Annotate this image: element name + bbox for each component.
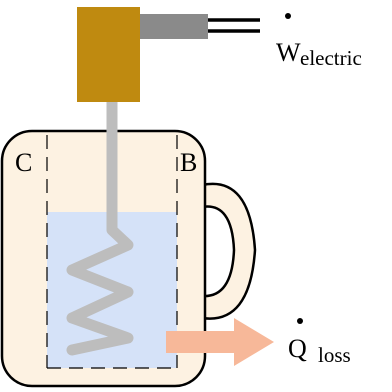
q-loss-symbol: Q bbox=[288, 334, 307, 363]
w-electric-symbol: W bbox=[276, 38, 301, 67]
q-loss-subscript: loss bbox=[318, 343, 351, 367]
mug-handle bbox=[200, 182, 257, 320]
cord bbox=[140, 14, 208, 39]
label-b: B bbox=[180, 148, 198, 177]
label-c: C bbox=[15, 148, 33, 177]
w-electric-subscript: electric bbox=[300, 46, 362, 70]
q-dot bbox=[297, 318, 303, 324]
w-dot bbox=[285, 13, 291, 19]
immersion-heater-plug-icon bbox=[77, 7, 140, 102]
heating-coil-icon bbox=[66, 96, 134, 356]
heat-loss-arrow-icon bbox=[166, 318, 274, 366]
